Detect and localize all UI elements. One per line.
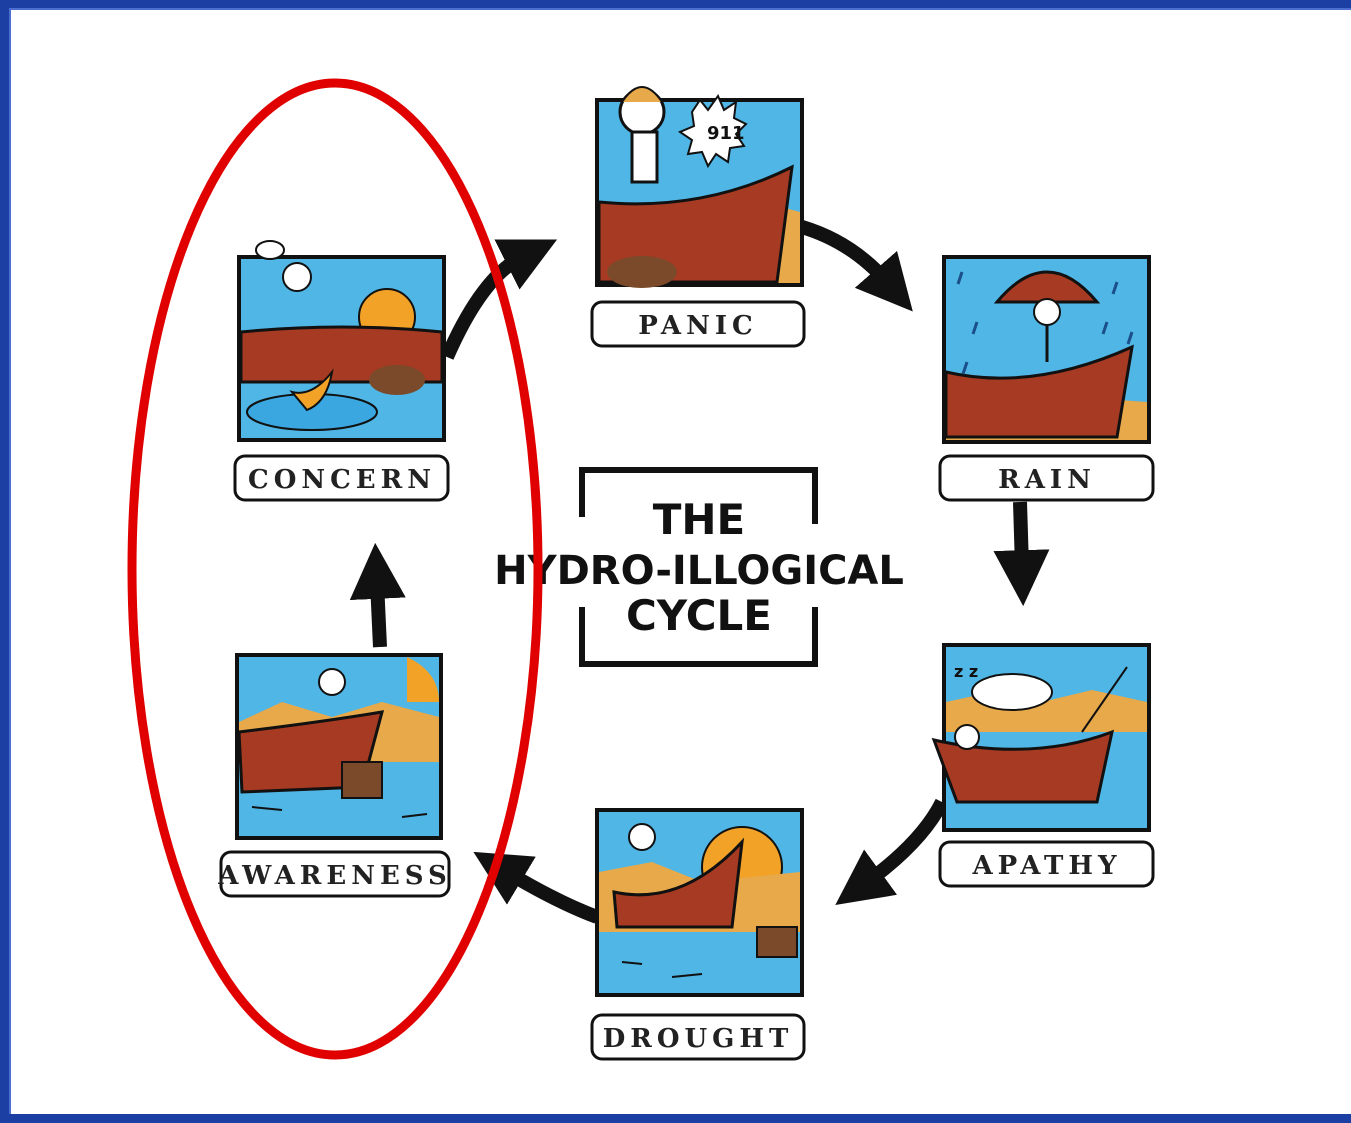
panel-rain bbox=[942, 255, 1151, 444]
label-panic: PANIC bbox=[590, 300, 806, 348]
label-panic-text: PANIC bbox=[638, 311, 757, 341]
boat-icon bbox=[944, 344, 1134, 439]
label-drought: DROUGHT bbox=[590, 1013, 806, 1061]
highlight-ellipse bbox=[127, 78, 543, 1060]
hydro-illogical-cycle-diagram: 911 PANIC RAIN z z APATHY bbox=[127, 78, 1155, 1061]
panel-drought bbox=[595, 808, 804, 997]
slide-frame: 911 PANIC RAIN z z APATHY bbox=[9, 8, 1351, 1114]
arrow-icon bbox=[473, 851, 600, 924]
umbrella-icon bbox=[993, 270, 1101, 304]
title-line-2: HYDRO-ILLOGICAL bbox=[494, 548, 904, 594]
label-awareness-text: AWARENESS bbox=[217, 861, 452, 891]
arrow-icon bbox=[835, 798, 949, 906]
label-rain-text: RAIN bbox=[998, 465, 1096, 495]
arrow-icon bbox=[799, 220, 913, 312]
boat-icon bbox=[612, 837, 745, 929]
cycle-arrows bbox=[349, 220, 1050, 924]
panel-panic: 911 bbox=[595, 86, 804, 288]
panel-apathy: z z bbox=[931, 643, 1151, 832]
svg-text:z z: z z bbox=[954, 662, 978, 681]
label-rain: RAIN bbox=[938, 454, 1155, 502]
title-box: THE HYDRO-ILLOGICAL CYCLE bbox=[494, 467, 904, 667]
phone-number-label: 911 bbox=[707, 123, 745, 144]
label-concern: CONCERN bbox=[233, 454, 450, 502]
label-apathy-text: APATHY bbox=[971, 851, 1121, 881]
label-awareness: AWARENESS bbox=[217, 850, 452, 898]
panel-awareness bbox=[235, 653, 443, 840]
label-drought-text: DROUGHT bbox=[603, 1024, 794, 1054]
title-line-3: CYCLE bbox=[626, 591, 772, 640]
panel-concern bbox=[237, 240, 446, 442]
arrow-icon bbox=[349, 542, 406, 648]
arrow-icon bbox=[440, 239, 558, 360]
arrow-icon bbox=[993, 501, 1050, 607]
label-apathy: APATHY bbox=[938, 840, 1155, 888]
label-concern-text: CONCERN bbox=[248, 465, 436, 495]
boat-icon bbox=[597, 164, 794, 284]
phone-icon: 911 bbox=[677, 93, 748, 169]
title-line-1: THE bbox=[653, 495, 746, 544]
